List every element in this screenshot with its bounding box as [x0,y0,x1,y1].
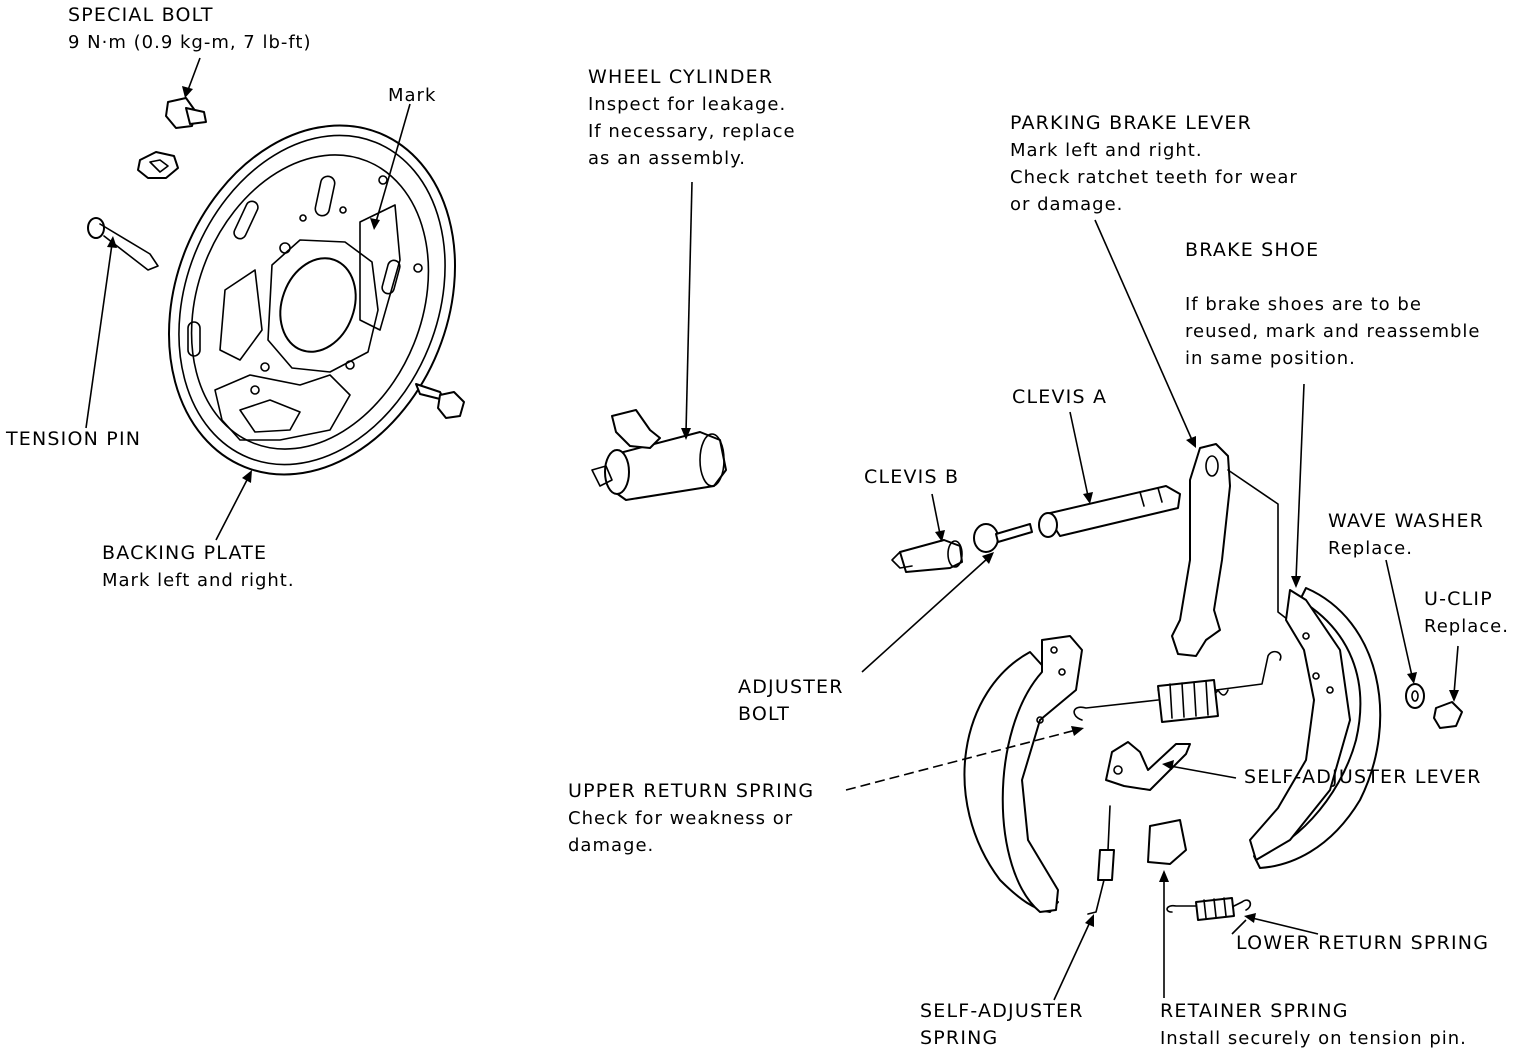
clevis-a-label: CLEVIS A [1012,384,1107,411]
adjuster-bolt-line-2: BOLT [738,703,791,725]
leader-lines [85,57,1459,1001]
self-adjuster-lever-drawing [1105,741,1191,791]
parking-brake-lever-note-2: Check ratchet teeth for wear [1010,167,1298,188]
tension-pin-title: TENSION PIN [6,428,142,450]
parking-brake-lever-drawing [1171,443,1297,657]
upper-return-spring-title: UPPER RETURN SPRING [568,780,815,802]
special-bolt-title: SPECIAL BOLT [68,4,214,26]
u-clip-label: U-CLIP Replace. [1424,586,1509,640]
clevis-b-label: CLEVIS B [864,464,959,491]
adjuster-bolt-line-1: ADJUSTER [738,676,844,698]
self-adjuster-spring-label: SELF-ADJUSTER SPRING [920,998,1084,1052]
clevis-a-title: CLEVIS A [1012,386,1108,408]
brake-shoe-note-2: reused, mark and reassemble [1185,321,1481,342]
self-adjuster-lever-label: SELF-ADJUSTER LEVER [1244,764,1482,791]
wheel-cylinder-note-2: If necessary, replace [588,121,796,142]
u-clip-title: U-CLIP [1424,588,1493,610]
upper-return-spring-label: UPPER RETURN SPRING Check for weakness o… [568,778,814,859]
mark-label: Mark [388,82,436,109]
u-clip-drawing [1433,701,1463,729]
wheel-cylinder-drawing [591,409,727,501]
clevis-b-title: CLEVIS B [864,466,960,488]
upper-return-spring-note-1: Check for weakness or [568,808,794,829]
wave-washer-note: Replace. [1328,538,1413,559]
backing-plate-note: Mark left and right. [102,570,295,591]
wheel-cylinder-note-3: as an assembly. [588,148,746,169]
clevis-b-drawing [891,539,963,573]
wave-washer-title: WAVE WASHER [1328,510,1485,532]
special-bolt-drawing [165,97,207,129]
adjuster-bolt-label: ADJUSTER BOLT [738,674,844,728]
tension-pin-drawing [87,217,159,271]
upper-return-spring-drawing [1073,650,1282,723]
brake-shoe-note-1: If brake shoes are to be [1185,294,1422,315]
wave-washer-label: WAVE WASHER Replace. [1328,508,1484,562]
lower-return-spring-label: LOWER RETURN SPRING [1236,930,1489,957]
backing-plate-label: BACKING PLATE Mark left and right. [102,540,295,594]
u-clip-note: Replace. [1424,616,1509,637]
backing-plate-title: BACKING PLATE [102,542,268,564]
special-bolt-torque: 9 N·m (0.9 kg-m, 7 lb-ft) [68,32,312,53]
retainer-spring-drawing [1147,819,1187,865]
self-adjuster-spring-line-1: SELF-ADJUSTER [920,1000,1084,1022]
lower-return-spring-title: LOWER RETURN SPRING [1236,932,1490,954]
brake-shoe-note-3: in same position. [1185,348,1356,369]
parking-brake-lever-note-1: Mark left and right. [1010,140,1203,161]
clevis-a-drawing [1038,485,1181,538]
parking-brake-lever-label: PARKING BRAKE LEVER Mark left and right.… [1010,110,1298,218]
right-brake-shoe-drawing [1249,587,1382,869]
brake-shoe-title: BRAKE SHOE [1185,239,1320,261]
retainer-spring-note: Install securely on tension pin. [1160,1028,1467,1049]
wave-washer-drawing [1405,683,1425,709]
retainer-spring-title: RETAINER SPRING [1160,1000,1349,1022]
lower-return-spring-drawing [1166,897,1252,921]
wheel-cylinder-label: WHEEL CYLINDER Inspect for leakage. If n… [588,64,796,172]
backing-plate-drawing [168,124,456,476]
retainer-spring-label: RETAINER SPRING Install securely on tens… [1160,998,1467,1052]
adjuster-bolt-drawing [973,523,1033,553]
self-adjuster-spring-line-2: SPRING [920,1027,999,1049]
wheel-cylinder-note-1: Inspect for leakage. [588,94,787,115]
tension-pin-label: TENSION PIN [6,426,141,453]
washer-drawing [137,151,179,179]
wheel-cylinder-title: WHEEL CYLINDER [588,66,774,88]
upper-return-spring-note-2: damage. [568,835,655,856]
left-brake-shoe-drawing [963,635,1083,913]
self-adjuster-spring-drawing [1087,805,1115,915]
special-bolt-label: SPECIAL BOLT 9 N·m (0.9 kg-m, 7 lb-ft) [68,2,312,56]
self-adjuster-lever-title: SELF-ADJUSTER LEVER [1244,766,1482,788]
mark-title: Mark [388,85,437,106]
brake-shoe-label: BRAKE SHOE If brake shoes are to be reus… [1185,237,1480,372]
backing-plate-bolt-drawing [415,383,465,419]
parking-brake-lever-note-3: or damage. [1010,194,1124,215]
parking-brake-lever-title: PARKING BRAKE LEVER [1010,112,1253,134]
